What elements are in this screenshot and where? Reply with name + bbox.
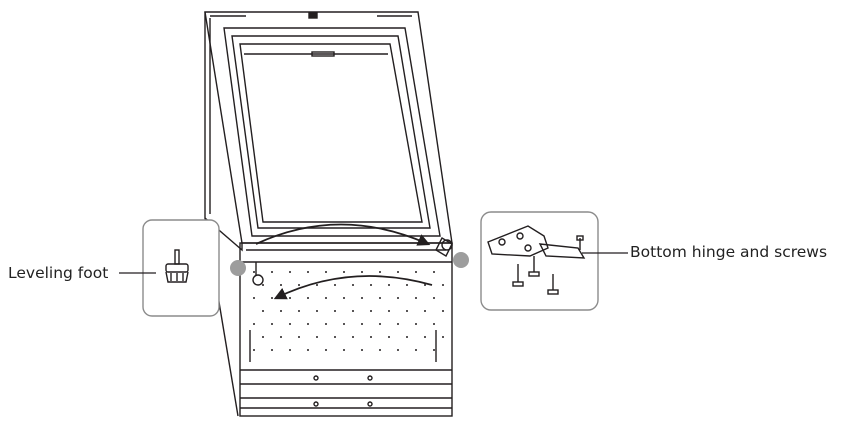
perforation-dot	[325, 297, 327, 299]
perforation-dot	[370, 336, 372, 338]
lid-frame	[204, 11, 453, 244]
perforation-dot	[379, 271, 381, 273]
swing-arrows	[255, 223, 433, 300]
perforation-dot	[406, 336, 408, 338]
perforation-pattern	[253, 271, 444, 351]
perforation-dot	[289, 323, 291, 325]
perforation-dot	[298, 284, 300, 286]
perforation-dot	[361, 297, 363, 299]
perforation-dot	[415, 349, 417, 351]
perforation-dot	[388, 310, 390, 312]
perforation-dot	[307, 349, 309, 351]
perforation-dot	[334, 284, 336, 286]
perforation-dot	[280, 336, 282, 338]
perforation-dot	[325, 271, 327, 273]
perforation-dot	[424, 284, 426, 286]
perforation-dot	[271, 349, 273, 351]
perforation-dot	[361, 349, 363, 351]
perforation-dot	[343, 323, 345, 325]
perforation-dot	[388, 336, 390, 338]
perforation-dot	[271, 323, 273, 325]
leveling-foot-callout	[119, 219, 246, 317]
perforation-dot	[370, 310, 372, 312]
perforation-dot	[433, 297, 435, 299]
perforation-dot	[379, 349, 381, 351]
perforation-dot	[406, 284, 408, 286]
perforation-dot	[397, 271, 399, 273]
perforation-dot	[253, 271, 255, 273]
perforation-dot	[397, 323, 399, 325]
perforation-dot	[334, 336, 336, 338]
perforation-dot	[253, 323, 255, 325]
perforation-dot	[361, 323, 363, 325]
perforation-dot	[442, 284, 444, 286]
perforation-dot	[289, 297, 291, 299]
perforation-dot	[289, 349, 291, 351]
perforation-dot	[352, 336, 354, 338]
perforation-dot	[307, 297, 309, 299]
perforation-dot	[343, 271, 345, 273]
perforation-dot	[370, 284, 372, 286]
perforation-dot	[334, 310, 336, 312]
perforation-dot	[433, 349, 435, 351]
perforation-dot	[262, 336, 264, 338]
perforation-dot	[361, 271, 363, 273]
perforation-dot	[298, 310, 300, 312]
perforation-dot	[442, 336, 444, 338]
bottom-hinge-label: Bottom hinge and screws	[630, 243, 828, 261]
screws-icon	[512, 256, 559, 295]
perforation-dot	[325, 323, 327, 325]
perforation-dot	[424, 310, 426, 312]
perforation-dot	[307, 323, 309, 325]
perforation-dot	[325, 349, 327, 351]
perforation-dot	[262, 284, 264, 286]
perforation-dot	[253, 349, 255, 351]
perforation-dot	[262, 310, 264, 312]
leveling-foot-label: Leveling foot	[8, 264, 109, 282]
perforation-dot	[415, 297, 417, 299]
perforation-dot	[397, 297, 399, 299]
perforation-dot	[343, 297, 345, 299]
perforation-dot	[316, 310, 318, 312]
perforation-dot	[388, 284, 390, 286]
perforation-dot	[433, 271, 435, 273]
leveling-foot-icon	[165, 249, 189, 283]
perforation-dot	[316, 284, 318, 286]
perforation-dot	[352, 310, 354, 312]
perforation-dot	[280, 310, 282, 312]
perforation-dot	[271, 297, 273, 299]
perforation-dot	[316, 336, 318, 338]
perforation-dot	[397, 349, 399, 351]
perforation-dot	[280, 284, 282, 286]
perforation-dot	[433, 323, 435, 325]
perforation-dot	[298, 336, 300, 338]
perforation-dot	[406, 310, 408, 312]
bottom-hinge-callout	[453, 211, 628, 311]
perforation-dot	[424, 336, 426, 338]
perforation-dot	[379, 323, 381, 325]
perforation-dot	[352, 284, 354, 286]
perforation-dot	[271, 271, 273, 273]
perforation-dot	[307, 271, 309, 273]
perforation-dot	[415, 323, 417, 325]
perforation-dot	[253, 297, 255, 299]
perforation-dot	[415, 271, 417, 273]
perforation-dot	[442, 310, 444, 312]
hinge-plate-icon	[487, 225, 586, 259]
cabinet-lower	[239, 242, 453, 417]
perforation-dot	[343, 349, 345, 351]
cabinet-hardware	[252, 237, 453, 286]
perforation-dot	[289, 271, 291, 273]
perforation-dot	[379, 297, 381, 299]
